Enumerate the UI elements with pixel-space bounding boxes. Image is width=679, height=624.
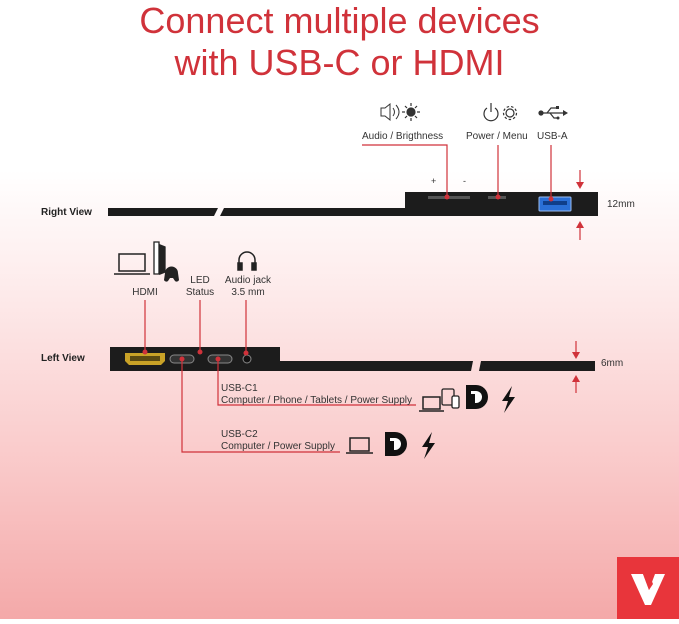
thickness-6mm-label: 6mm bbox=[601, 358, 624, 369]
audio-jack-label-line2: 3.5 mm bbox=[231, 287, 265, 298]
plus-label: + bbox=[431, 176, 437, 186]
lightning-icon bbox=[502, 386, 515, 413]
gear-icon bbox=[502, 105, 518, 121]
lightning-icon bbox=[422, 432, 435, 459]
usb-icon bbox=[538, 106, 568, 120]
usb-c1-title: USB-C1 bbox=[221, 383, 258, 394]
left-view-device bbox=[110, 347, 595, 371]
hdmi-label: HDMI bbox=[132, 287, 158, 298]
displayport-icon bbox=[385, 432, 407, 456]
right-view-leaders bbox=[362, 144, 552, 197]
game-console-icon bbox=[153, 241, 166, 275]
thickness-12mm-label: 12mm bbox=[607, 199, 635, 210]
phone-icon bbox=[451, 395, 460, 409]
usb-c1-desc: Computer / Phone / Tablets / Power Suppl… bbox=[221, 395, 413, 406]
led-label-line1: LED bbox=[190, 275, 210, 286]
brightness-icon bbox=[402, 103, 420, 121]
usb-a-label: USB-A bbox=[537, 131, 568, 142]
power-menu-label: Power / Menu bbox=[466, 131, 528, 142]
thickness-6mm-arrows bbox=[572, 341, 580, 393]
laptop-icon bbox=[114, 253, 150, 275]
page-title-line2: with USB-C or HDMI bbox=[174, 42, 505, 83]
left-view-top-leaders bbox=[144, 300, 416, 453]
headphones-icon bbox=[237, 251, 257, 271]
speaker-icon bbox=[380, 102, 400, 122]
minus-label: - bbox=[463, 176, 466, 186]
right-view-device bbox=[108, 192, 598, 216]
displayport-icon bbox=[466, 385, 488, 409]
usb-c2-desc: Computer / Power Supply bbox=[221, 441, 335, 452]
audio-jack-label-line1: Audio jack bbox=[224, 275, 272, 286]
page-title-line1: Connect multiple devices bbox=[139, 0, 540, 41]
gamepad-icon bbox=[164, 266, 179, 282]
power-icon bbox=[483, 103, 499, 122]
brand-logo bbox=[617, 557, 679, 619]
right-view-label: Right View bbox=[41, 207, 92, 218]
laptop-icon bbox=[346, 437, 373, 454]
led-label-line2: Status bbox=[185, 287, 215, 298]
laptop-icon bbox=[419, 396, 444, 412]
usb-c2-title: USB-C2 bbox=[221, 429, 258, 440]
audio-brightness-label: Audio / Brigthness bbox=[362, 131, 444, 142]
thickness-12mm-arrows bbox=[576, 170, 584, 240]
left-view-label: Left View bbox=[41, 353, 85, 364]
